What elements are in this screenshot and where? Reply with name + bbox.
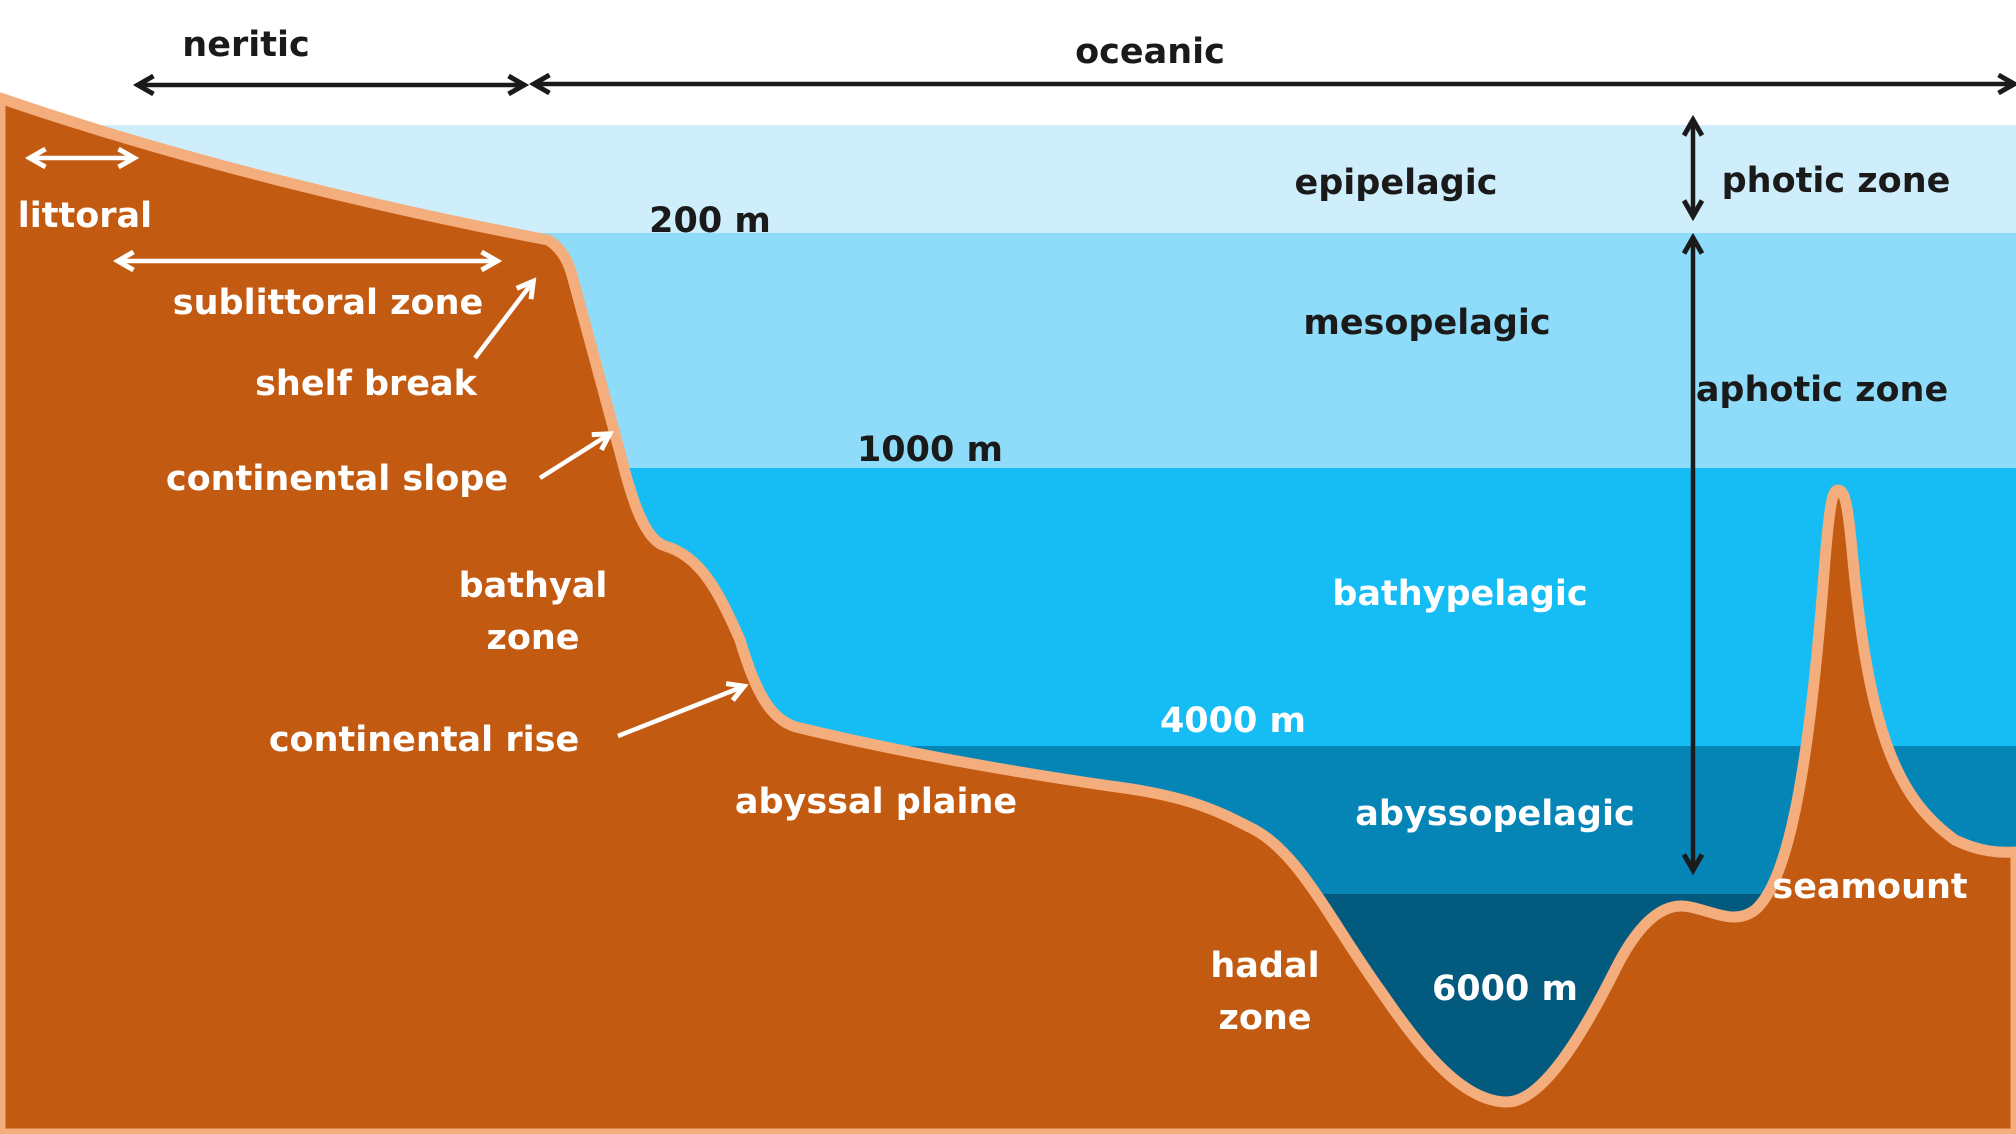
photic-zone-label: photic zone	[1722, 161, 1951, 201]
continental-rise-label: continental rise	[269, 720, 579, 760]
sublittoral-zone-label: sublittoral zone	[173, 283, 483, 323]
oceanic-label: oceanic	[1075, 32, 1225, 72]
littoral-label: littoral	[18, 196, 152, 236]
depth-200-label: 200 m	[649, 201, 771, 241]
abyssal-plaine-label: abyssal plaine	[735, 782, 1017, 822]
continental-rise-pointer	[617, 687, 742, 739]
neritic-label: neritic	[182, 25, 309, 65]
shelf-break-label: shelf break	[255, 364, 478, 404]
bathypelagic-label: bathypelagic	[1332, 574, 1587, 614]
aphotic-zone-label: aphotic zone	[1696, 370, 1948, 410]
hadal-zone-label-line2: zone	[1218, 998, 1311, 1038]
mesopelagic-label: mesopelagic	[1303, 303, 1550, 343]
shelf-break-pointer	[473, 283, 532, 360]
bathyal-zone-label-line2: zone	[486, 618, 579, 658]
depth-1000-label: 1000 m	[857, 430, 1003, 470]
bathyal-zone-label-line1: bathyal	[459, 566, 608, 606]
seafloor-profile	[0, 92, 2016, 1134]
depth-4000-label: 4000 m	[1160, 701, 1306, 741]
continental-slope-pointer	[538, 435, 608, 480]
seamount-label: seamount	[1772, 867, 1967, 907]
depth-6000-label: 6000 m	[1432, 969, 1578, 1009]
hadal-zone-label-line1: hadal	[1210, 946, 1319, 986]
continental-slope-label: continental slope	[166, 459, 508, 499]
epipelagic-label: epipelagic	[1295, 163, 1498, 203]
abyssopelagic-label: abyssopelagic	[1355, 794, 1634, 834]
